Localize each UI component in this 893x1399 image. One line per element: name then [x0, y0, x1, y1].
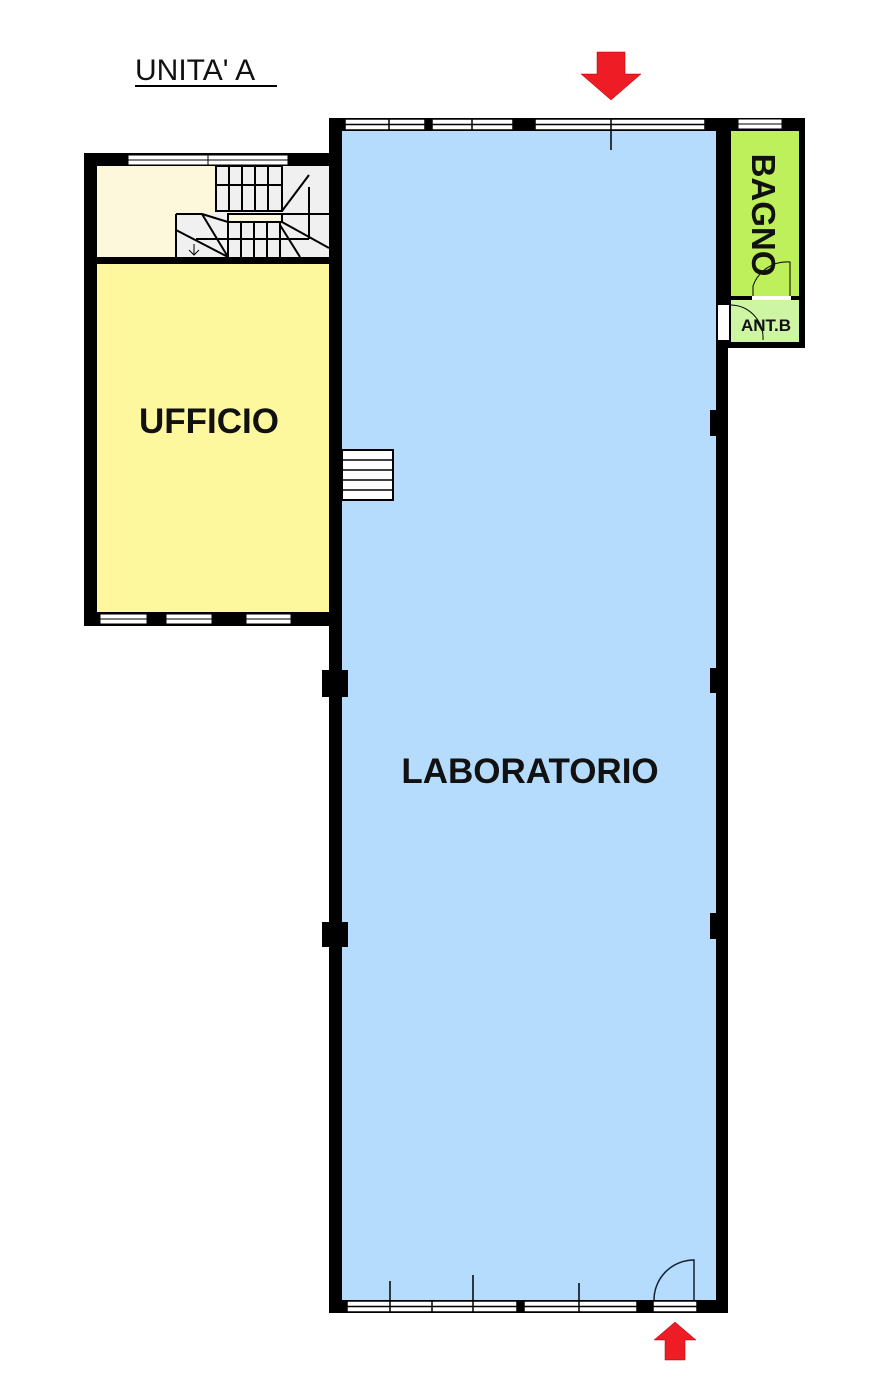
stair-direction-arrow-icon — [188, 244, 200, 256]
label-bagno: BAGNO — [745, 154, 782, 277]
room-laboratorio — [329, 118, 728, 1313]
entrance-arrow-top-icon — [580, 51, 642, 101]
staircase — [175, 165, 330, 258]
entrance-arrow-bottom-icon — [653, 1321, 697, 1361]
lab-top-windows — [344, 118, 706, 150]
room-antibagno — [718, 300, 799, 342]
entrance-door-swing — [653, 1259, 695, 1301]
label-laboratorio: LABORATORIO — [401, 752, 658, 791]
pillars — [322, 410, 728, 947]
lab-bottom-windows — [346, 1275, 698, 1313]
plan-title: UNITA' A — [135, 54, 255, 87]
label-ufficio: UFFICIO — [139, 402, 279, 441]
label-antibagno: ANT.B — [741, 316, 791, 335]
ufficio-windows — [99, 154, 292, 625]
